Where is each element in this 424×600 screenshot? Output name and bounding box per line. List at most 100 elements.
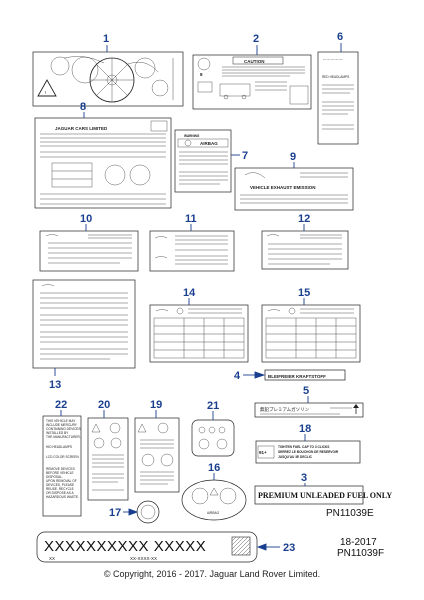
callout-1: 1 <box>103 33 109 52</box>
label-21 <box>191 419 235 457</box>
mercury-line: THIS VEHICLE MAY <box>46 419 76 423</box>
label-6-headlamps: — — — — — RED HEADLAMPS <box>317 51 359 145</box>
label-18-fuel-cap: 91+ TIGHTEN FUEL CAP TO 3 CLICKS SERREZ … <box>255 440 361 464</box>
mercury-line: REUSE, RECYCLE <box>46 487 74 491</box>
callout-number: 4 <box>234 370 241 382</box>
callout-number: 18 <box>299 423 311 435</box>
label-8-jaguar-cars: JAGUAR CARS LIMITED <box>34 117 172 209</box>
callout-15: 15 <box>298 287 310 305</box>
premium-text: PREMIUM UNLEADED FUEL ONLY <box>258 491 392 500</box>
label-3-premium-fuel: PREMIUM UNLEADED FUEL ONLY <box>254 485 392 505</box>
tighten-1: TIGHTEN FUEL CAP TO 3 CLICKS <box>278 445 329 449</box>
callout-3: 3 <box>301 472 307 486</box>
label-10 <box>39 230 139 272</box>
callout-14: 14 <box>183 287 196 305</box>
bleifreier-text: BLEIFREIER KRAFTSTOFF <box>268 374 326 379</box>
tighten-2: SERREZ LE BOUCHON DE RESERVOIR <box>278 450 339 454</box>
label-19 <box>134 417 180 493</box>
label-4-bleifreier: BLEIFREIER KRAFTSTOFF <box>264 369 346 381</box>
jaguar-cars-text: JAGUAR CARS LIMITED <box>55 126 108 131</box>
callout-23: 23 <box>256 542 295 554</box>
label-17-round <box>136 500 160 524</box>
callout-number: 22 <box>55 399 67 411</box>
callout-5: 5 <box>303 385 309 403</box>
callout-8: 8 <box>80 101 86 118</box>
label-13 <box>32 279 136 369</box>
callout-number: 14 <box>183 287 196 299</box>
mercury-line: OR DISPOSE AS A <box>46 491 75 495</box>
reference-code-e: PN11039E <box>326 508 374 519</box>
callout-number: 23 <box>283 542 295 554</box>
callout-number: 19 <box>150 399 162 411</box>
callout-number: 5 <box>303 385 309 397</box>
callout-number: 2 <box>253 33 259 45</box>
callout-number: 16 <box>208 462 220 474</box>
caution-title: CAUTION <box>244 59 265 64</box>
svg-text:— — — — —: — — — — — <box>323 57 343 61</box>
label-1-fan-warning: ! <box>32 51 184 107</box>
warning-title: WARNING <box>184 134 200 138</box>
headlamps-text: RED HEADLAMPS <box>322 75 349 79</box>
callout-13: 13 <box>49 368 61 391</box>
callout-number: 6 <box>337 31 343 43</box>
airbag-text: AIRBAG <box>200 141 218 146</box>
callout-4: 4 <box>234 370 266 382</box>
callout-number: 7 <box>242 150 248 162</box>
mercury-line: THE MANUFACTURER. <box>46 435 81 439</box>
callout-17: 17 <box>109 507 139 519</box>
airbag-small-text: AIRBAG <box>207 511 220 515</box>
callout-number: 1 <box>103 33 109 45</box>
mercury-line: REMOVE DEVICES <box>46 467 75 471</box>
label-14 <box>149 304 249 363</box>
label-11 <box>149 230 235 272</box>
mercury-line: INCLUDE MERCURY <box>46 423 78 427</box>
tighten-3: JUSQU'AU 3E DECLIC <box>278 455 313 459</box>
mercury-line: LCD COLOR SCREEN <box>46 455 79 459</box>
callout-19: 19 <box>150 399 162 418</box>
svg-text:!: ! <box>45 90 46 95</box>
mercury-line: HID HEADLAMPS <box>46 445 72 449</box>
mercury-line: UPON REMOVAL OF <box>46 479 77 483</box>
label-23-part-number: XXXXXXXXXX XXXXX XX XX-XXXX-XX <box>36 531 258 563</box>
callout-number: 20 <box>98 399 110 411</box>
mercury-line: DEVICES, PLEASE <box>46 483 74 487</box>
callout-6: 6 <box>337 31 343 52</box>
callout-21: 21 <box>207 400 219 420</box>
octane-text: 91+ <box>259 450 267 455</box>
part-number-text: XXXXXXXXXX XXXXX <box>44 538 206 555</box>
label-5-japanese: 無鉛プレミアムガソリン <box>254 402 364 418</box>
label-12 <box>261 230 349 270</box>
callout-number: 17 <box>109 507 121 519</box>
mercury-line: CONTAINING DEVICES <box>46 427 81 431</box>
label-7-airbag-warning: WARNING AIRBAG <box>174 129 232 193</box>
japanese-text: 無鉛プレミアムガソリン <box>260 406 310 413</box>
part-small-left: XX <box>49 556 55 561</box>
label-22-mercury: THIS VEHICLE MAY INCLUDE MERCURY CONTAIN… <box>42 415 82 517</box>
callout-7: 7 <box>231 150 248 162</box>
reference-code-f: PN11039F <box>337 548 385 559</box>
label-16-airbag-oval: AIRBAG <box>181 479 247 521</box>
callout-number: 3 <box>301 472 307 484</box>
mercury-line: BEFORE VEHICLE <box>46 471 74 475</box>
reference-date: 18-2017 <box>340 537 377 548</box>
callout-20: 20 <box>98 399 110 418</box>
label-2-caution: CAUTION 8 <box>192 54 312 110</box>
callout-2: 2 <box>253 33 259 55</box>
svg-text:8: 8 <box>200 72 203 77</box>
callout-number: 10 <box>80 213 92 225</box>
mercury-line: HAZARDOUS WASTE. <box>46 495 79 499</box>
label-20 <box>87 417 129 501</box>
callout-12: 12 <box>298 213 310 231</box>
callout-number: 11 <box>185 213 197 225</box>
callout-11: 11 <box>185 213 197 231</box>
copyright-notice: © Copyright, 2016 - 2017. Jaguar Land Ro… <box>103 569 321 579</box>
part-small-mid: XX-XXXX-XX <box>130 556 157 561</box>
mercury-line: INSTALLED BY <box>46 431 69 435</box>
callout-16: 16 <box>208 462 220 480</box>
callout-number: 15 <box>298 287 310 299</box>
callout-number: 9 <box>290 151 296 163</box>
callout-number: 21 <box>207 400 219 412</box>
callout-9: 9 <box>290 151 296 168</box>
callout-number: 12 <box>298 213 310 225</box>
